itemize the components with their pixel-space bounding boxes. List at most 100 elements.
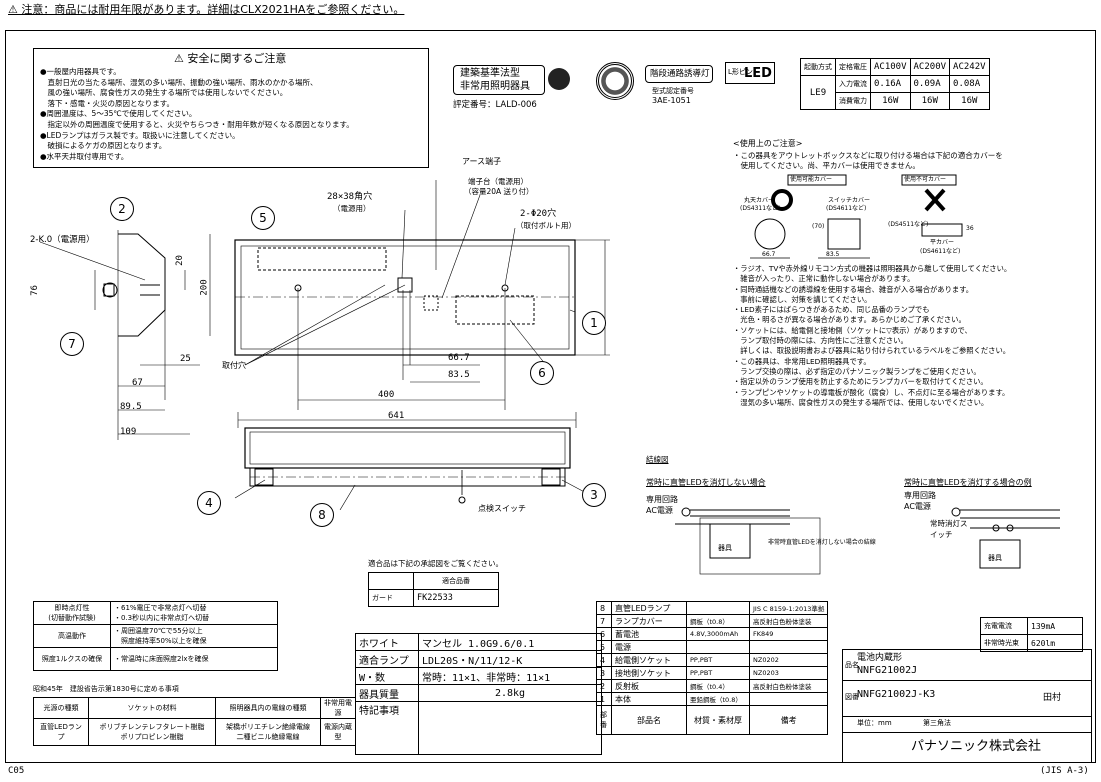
- terminal-cap-label: （容量20A 送り付）: [464, 187, 534, 196]
- spec-col1: 定格電圧: [835, 58, 871, 76]
- usage-notes: ・ラジオ、TVや赤外線リモコン方式の機器は照明器具から離して使用してください。 …: [733, 264, 1011, 408]
- company-name: パナソニック株式会社: [911, 739, 1042, 754]
- wiring-note: 非常時直管LEDを消灯しない場合の結線: [768, 539, 876, 546]
- cover-ng2b: (DS4611など): [920, 248, 961, 255]
- parts-note: [748, 692, 829, 706]
- compat-head: 適合品番: [413, 572, 499, 590]
- law-label-2: 非常用照明器具: [460, 81, 530, 92]
- cover-d4: 36: [966, 225, 974, 232]
- usage-intro-1: ・この器具をアウトレットボックスなどに取り付ける場合は下記の適合カバーを: [733, 151, 1003, 160]
- perf-r1b: (切替動作試験): [48, 614, 96, 622]
- usage-note-line: ・この器具は、非常用LED照明器具です。: [733, 356, 871, 366]
- callout-5: 5: [251, 206, 275, 230]
- spec-i2: 0.09A: [909, 75, 951, 93]
- callout-8: 8: [310, 503, 334, 527]
- lamp-label: 適合ランプ: [355, 650, 419, 668]
- parts-mat: [686, 640, 750, 654]
- spec-i1: 0.16A: [870, 75, 911, 93]
- hole2-label: 2-Φ20穴: [520, 209, 557, 219]
- safety-line: ●水平天井取付専用です。: [40, 151, 129, 161]
- wiring-fixture-right: 器具: [988, 554, 1002, 562]
- parts-mat: PP,PBT: [686, 666, 750, 680]
- top-notice: ⚠ 注意：商品には耐用年限があります。詳細はCLX2021HAをご参照ください。: [8, 3, 405, 16]
- special-label: 特記事項: [355, 701, 419, 755]
- color-label: ホワイト: [355, 633, 419, 651]
- parts-mat: 鋼板（t0.4）: [686, 679, 750, 693]
- w-value: 常時：11×1、非常時：11×1: [418, 667, 602, 685]
- footer-right: (JIS A-3): [1040, 766, 1089, 776]
- wiring-switch-label: 常時消灯スイッチ: [930, 519, 968, 539]
- law-title: 昭和45年 建設省告示第1830号に定める事項: [33, 685, 179, 693]
- mass-value: 2.8kg: [418, 684, 602, 702]
- spec-w2: 16W: [909, 92, 951, 110]
- w-label: W・数: [355, 667, 419, 685]
- usage-note-line: ・LED素子にはばらつきがあるため、同じ品番のランプでも: [733, 305, 930, 315]
- law-mark-icon: [548, 68, 570, 90]
- spec-w3: 16W: [949, 92, 990, 110]
- dim-83-5: 83.5: [448, 370, 470, 380]
- charge-current: 139mA: [1027, 617, 1083, 635]
- law-c3a: 架橋ポリエチレン絶縁電線: [226, 723, 310, 731]
- safety-line: ●LEDランプはガラス製です。取扱いに注意してください。: [40, 130, 240, 140]
- usage-note-line: ランプ取付時の際には、方向性にご注意ください。: [733, 336, 908, 346]
- emergency-flux-label: 非常時光束: [980, 634, 1028, 652]
- parts-note: NZ0202: [748, 653, 829, 667]
- safety-line: ●一般屋内用器具です。: [40, 67, 121, 76]
- usage-note-line: ・ラジオ、TVや赤外線リモコン方式の機器は照明器具から離して使用してください。: [733, 264, 1012, 273]
- approval-seal-icon: [596, 62, 634, 100]
- wiring-fixture-left: 器具: [718, 544, 732, 552]
- parts-no: 5: [596, 640, 612, 654]
- cover-diagram: [750, 174, 963, 259]
- parts-note: JIS C 8159-1:2013準拠: [748, 601, 829, 615]
- spec-v2: AC200V: [909, 58, 951, 76]
- parts-name: 反射板: [611, 679, 687, 693]
- parts-name: 接地側ソケット: [611, 666, 687, 680]
- usage-note-line: 事前に確認し、対策を講じてください。: [733, 294, 872, 304]
- parts-mat: PP,PBT: [686, 653, 750, 667]
- cover-ok2: スイッチカバー: [828, 197, 871, 204]
- parts-hdr-note: 備考: [748, 705, 829, 735]
- guide-badge: 階段通路誘導灯: [645, 65, 713, 83]
- usage-intro-2: 使用してください。尚、平カバーは使用できません。: [733, 161, 920, 170]
- parts-name: 直管LEDランプ: [611, 601, 687, 615]
- parts-no: 6: [596, 627, 612, 641]
- usage-note-line: 湿気の多い場所、腐食性ガスの発生する場所では、使用しないでください。: [733, 397, 989, 407]
- spec-w1: 16W: [870, 92, 911, 110]
- perf-r2a: 高温動作: [33, 624, 111, 648]
- terminal-label: 端子台（電源用）: [468, 177, 528, 186]
- performance-table: 即時点灯性(切替動作試験)・61%電圧で非常点灯へ切替・0.3秒以内に非常点灯へ…: [33, 601, 278, 671]
- guide-label: 階段通路誘導灯: [650, 69, 710, 79]
- law-c1: 直管LEDランプ: [33, 718, 89, 746]
- product-label: 品名: [845, 661, 859, 669]
- dim-66-7: 66.7: [448, 353, 470, 363]
- cover-d3: (70): [812, 223, 825, 230]
- law-h1: 光源の種類: [33, 697, 89, 719]
- fig-label: 図番: [845, 693, 859, 701]
- safety-line: 指定以外の周囲温度で使用すると、火災やちらつき・耐用年数が短くなる原因となります…: [40, 119, 354, 129]
- hole1-label: 28×38角穴: [327, 192, 373, 202]
- parts-name: 本体: [611, 692, 687, 706]
- parts-note: NZ0203: [748, 666, 829, 680]
- perf-r3b: ・常温時に床面照度2lxを確保: [110, 647, 278, 671]
- compat-title: 適合品は下記の承認図をご覧ください。: [368, 559, 503, 568]
- parts-note: FK849: [748, 627, 829, 641]
- field-mark: 田村: [1043, 693, 1062, 703]
- usage-note-line: ランプ交換の際は、必ず指定のパナソニック製ランプをご使用ください。: [733, 366, 981, 376]
- safety-line: 破損によるケガの原因となります。: [40, 141, 167, 151]
- law-c3b: 二種ビニル絶縁電線: [236, 733, 300, 741]
- dim-67: 67: [132, 378, 143, 388]
- perf-r2b: ・周囲温度70℃で55分以上: [114, 627, 203, 635]
- dim-109: 109: [120, 427, 137, 437]
- cover-ok1b: (DS4311など): [740, 205, 781, 212]
- parts-name: 給電側ソケット: [611, 653, 687, 667]
- usage-note-line: ・指定以外のランプ使用を防止するためにランプカバーを取付けてください。: [733, 377, 988, 387]
- spec-model: LE9: [800, 75, 836, 110]
- angle-label: 第三角法: [923, 719, 951, 727]
- callout-1: 1: [582, 311, 606, 335]
